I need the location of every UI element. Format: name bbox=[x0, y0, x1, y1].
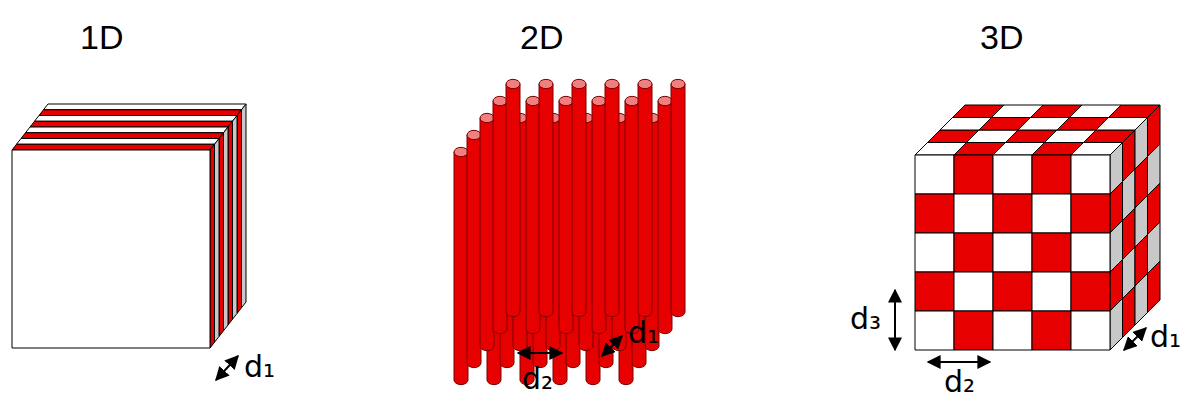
front-cell bbox=[1071, 311, 1110, 350]
dimension-arrow bbox=[518, 352, 562, 354]
layer-side bbox=[242, 104, 247, 308]
dimension-label: d₁ bbox=[628, 318, 659, 348]
front-face bbox=[12, 150, 210, 348]
layer-side bbox=[210, 144, 215, 348]
rod-body bbox=[526, 101, 540, 334]
dimension-arrow bbox=[894, 290, 896, 350]
rod-body bbox=[559, 101, 573, 334]
rod-body bbox=[638, 84, 652, 317]
front-cell bbox=[954, 311, 993, 350]
layer-top bbox=[12, 144, 215, 150]
rod-top bbox=[506, 79, 520, 88]
rod-body bbox=[625, 101, 639, 334]
layer-top bbox=[26, 127, 229, 133]
front-cell bbox=[1032, 272, 1071, 311]
layer-side bbox=[219, 133, 224, 337]
front-cell bbox=[954, 194, 993, 233]
front-cell bbox=[1032, 311, 1071, 350]
layer-top bbox=[35, 116, 238, 122]
rod-top bbox=[638, 79, 652, 88]
front-cell bbox=[1071, 155, 1110, 194]
rod-top bbox=[592, 96, 606, 105]
checker-cube bbox=[915, 105, 1160, 350]
rod-body bbox=[605, 84, 619, 317]
front-cell bbox=[915, 233, 954, 272]
rod-top bbox=[539, 79, 553, 88]
front-cell bbox=[993, 233, 1032, 272]
rod-array bbox=[454, 79, 685, 384]
layer-top bbox=[39, 110, 242, 116]
layer-top bbox=[30, 121, 233, 127]
front-cell bbox=[1032, 233, 1071, 272]
rod-top bbox=[671, 79, 685, 88]
rod-body bbox=[671, 84, 685, 317]
rod-top bbox=[559, 96, 573, 105]
front-cell bbox=[915, 194, 954, 233]
rod-top bbox=[454, 147, 468, 156]
front-cell bbox=[915, 272, 954, 311]
rod-top bbox=[480, 113, 494, 122]
panel-title: 3D bbox=[980, 20, 1023, 54]
rod-body bbox=[493, 101, 507, 334]
front-cell bbox=[1032, 194, 1071, 233]
rod-top bbox=[625, 96, 639, 105]
rod-body bbox=[506, 84, 520, 317]
rod-body bbox=[480, 118, 494, 351]
rod-body bbox=[572, 84, 586, 317]
side-cell bbox=[1123, 286, 1136, 338]
dimension-label: d₂ bbox=[944, 367, 975, 397]
panel-title: 1D bbox=[80, 20, 123, 54]
front-cell bbox=[993, 311, 1032, 350]
rod-top bbox=[572, 79, 586, 88]
layer-side bbox=[224, 127, 229, 331]
side-cell bbox=[1110, 299, 1123, 351]
rod-body bbox=[592, 101, 606, 334]
rod-body bbox=[658, 101, 672, 334]
dimension-arrow bbox=[1124, 328, 1146, 350]
layer-side bbox=[237, 110, 242, 314]
dimension-arrow bbox=[602, 336, 622, 356]
rod-top bbox=[467, 130, 481, 139]
layered-stack bbox=[12, 104, 246, 348]
front-cell bbox=[915, 311, 954, 350]
dimension-arrow bbox=[216, 356, 238, 380]
front-cell bbox=[1032, 155, 1071, 194]
front-cell bbox=[993, 155, 1032, 194]
rod-body bbox=[454, 152, 468, 385]
dimension-arrow bbox=[928, 361, 990, 363]
front-cell bbox=[954, 272, 993, 311]
dimension-label: d₂ bbox=[522, 364, 553, 394]
panel-title: 2D bbox=[520, 20, 563, 54]
dimension-label: d₁ bbox=[244, 352, 275, 382]
side-cell bbox=[1148, 261, 1161, 313]
front-cell bbox=[1071, 272, 1110, 311]
rod-top bbox=[658, 96, 672, 105]
layer-top bbox=[17, 139, 220, 145]
front-cell bbox=[1071, 233, 1110, 272]
rod-top bbox=[493, 96, 507, 105]
dimension-label: d₁ bbox=[1150, 322, 1181, 352]
front-cell bbox=[954, 233, 993, 272]
rod-top bbox=[605, 79, 619, 88]
layer-top bbox=[21, 133, 224, 139]
dimension-label: d₃ bbox=[850, 304, 881, 334]
layer-side bbox=[215, 139, 220, 343]
rod-body bbox=[539, 84, 553, 317]
front-cell bbox=[993, 272, 1032, 311]
side-cell bbox=[1135, 274, 1148, 326]
rod-top bbox=[526, 96, 540, 105]
front-cell bbox=[915, 155, 954, 194]
rod-body bbox=[467, 135, 481, 368]
front-cell bbox=[1071, 194, 1110, 233]
front-cell bbox=[954, 155, 993, 194]
layer-top bbox=[44, 104, 247, 110]
layer-side bbox=[233, 116, 238, 320]
front-cell bbox=[993, 194, 1032, 233]
layer-side bbox=[228, 121, 233, 325]
